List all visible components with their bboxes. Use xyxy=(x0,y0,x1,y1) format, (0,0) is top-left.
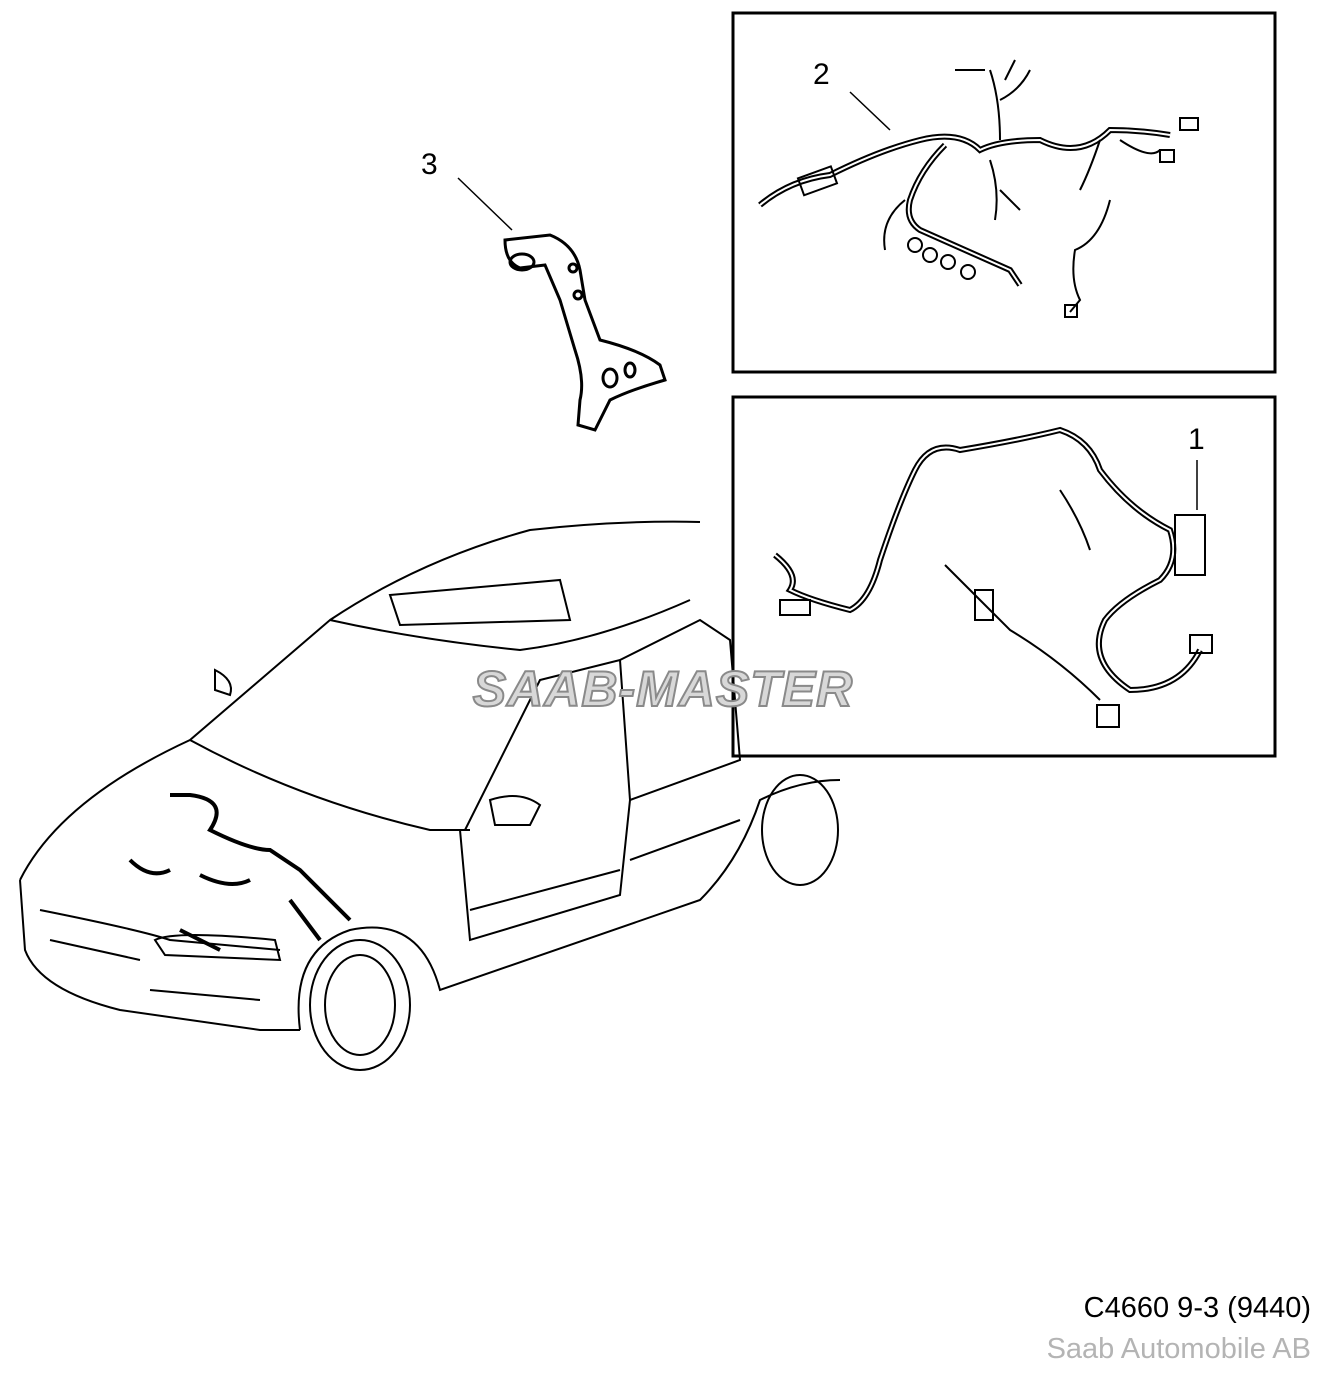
diagram-code: C4660 9-3 (9440) xyxy=(1083,1292,1311,1324)
bracket-part xyxy=(503,233,667,432)
leader-line-2 xyxy=(849,91,891,131)
inset-cable-harness xyxy=(731,395,1277,758)
leader-line-3 xyxy=(457,177,513,231)
callout-3: 3 xyxy=(421,148,438,181)
watermark: SAAB-MASTER xyxy=(472,660,854,718)
company-name: Saab Automobile AB xyxy=(1046,1333,1311,1365)
callout-2: 2 xyxy=(813,58,830,91)
inset-engine-harness xyxy=(731,11,1277,374)
callout-1: 1 xyxy=(1188,423,1205,456)
car-illustration xyxy=(19,520,841,1071)
